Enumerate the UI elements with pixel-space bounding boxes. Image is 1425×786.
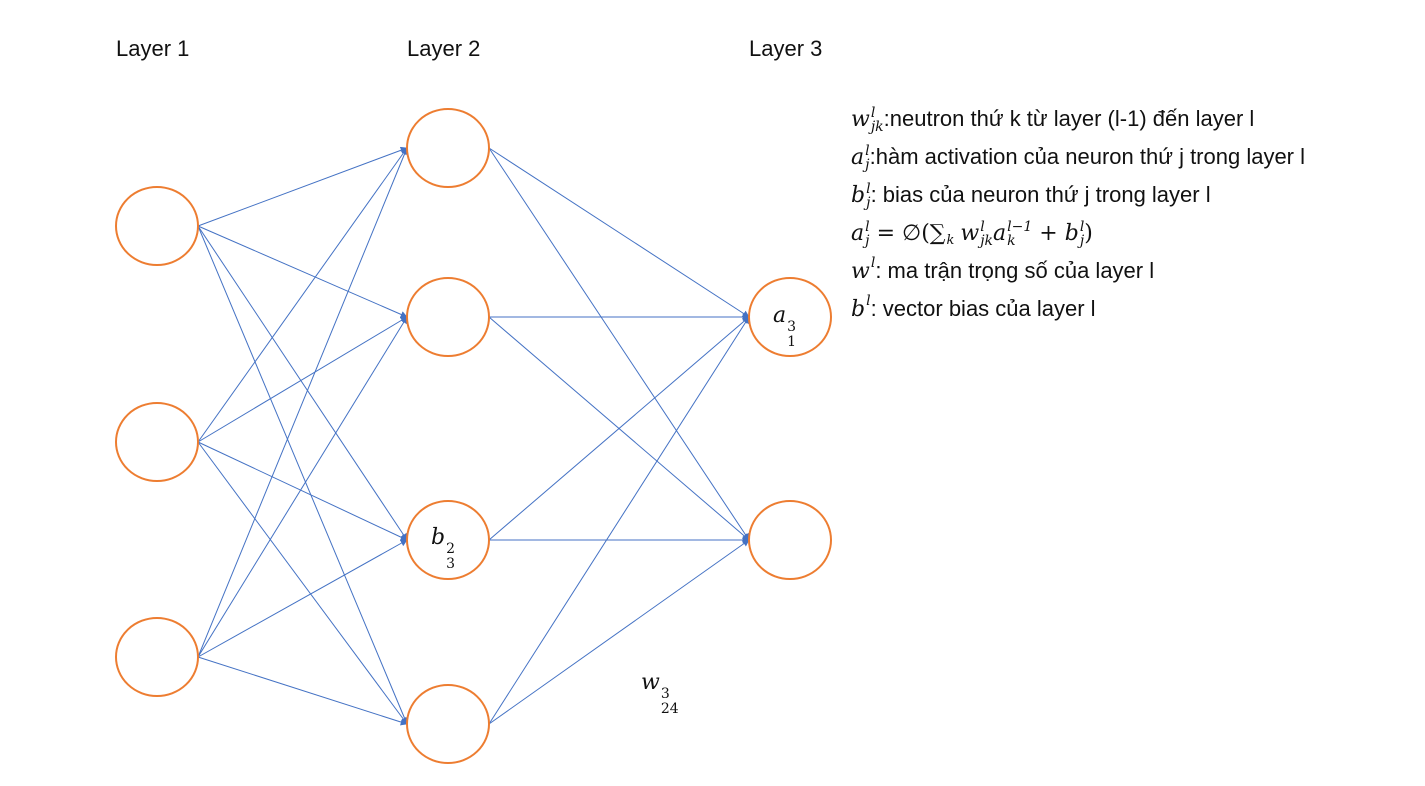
edge-l2n4-l3n2 (488, 539, 750, 725)
layer-1-title: Layer 1 (116, 36, 190, 61)
neuron-layer2-2 (406, 277, 490, 357)
edge-l1n2-l2n4 (197, 441, 408, 725)
edge-l1n1-l2n3 (197, 225, 408, 541)
neuron-layer1-2 (115, 402, 199, 482)
edge-l1n1-l2n1 (197, 146, 408, 227)
edge-l1n1-l2n4 (197, 225, 408, 725)
nodes-group (115, 108, 832, 764)
neuron-layer1-3 (115, 617, 199, 697)
edge-l2n1-l3n2 (488, 147, 750, 541)
edge-l1n2-l2n3 (197, 441, 408, 541)
layer-3-title: Layer 3 (749, 36, 823, 61)
edge-l2n3-l3n1 (488, 316, 750, 541)
edge-l1n3-l2n4 (197, 656, 408, 726)
neuron-layer2-3 (406, 500, 490, 580)
layer-2-title: Layer 2 (407, 36, 481, 61)
edge-l1n2-l2n2 (197, 316, 408, 443)
edge-l2n1-l3n1 (488, 147, 750, 318)
edge-l1n3-l2n2 (197, 316, 408, 658)
edge-l2n4-l3n1 (488, 316, 750, 725)
edges-group (197, 146, 750, 726)
edge-l1n3-l2n1 (197, 147, 408, 658)
neuron-layer3-1 (748, 277, 832, 357)
neuron-layer2-1 (406, 108, 490, 188)
neuron-layer3-2 (748, 500, 832, 580)
edge-l1n2-l2n1 (197, 147, 408, 443)
edge-l1n3-l2n3 (197, 539, 408, 658)
edge-l1n1-l2n2 (197, 225, 408, 318)
neuron-layer1-1 (115, 186, 199, 266)
neuron-layer2-4 (406, 684, 490, 764)
